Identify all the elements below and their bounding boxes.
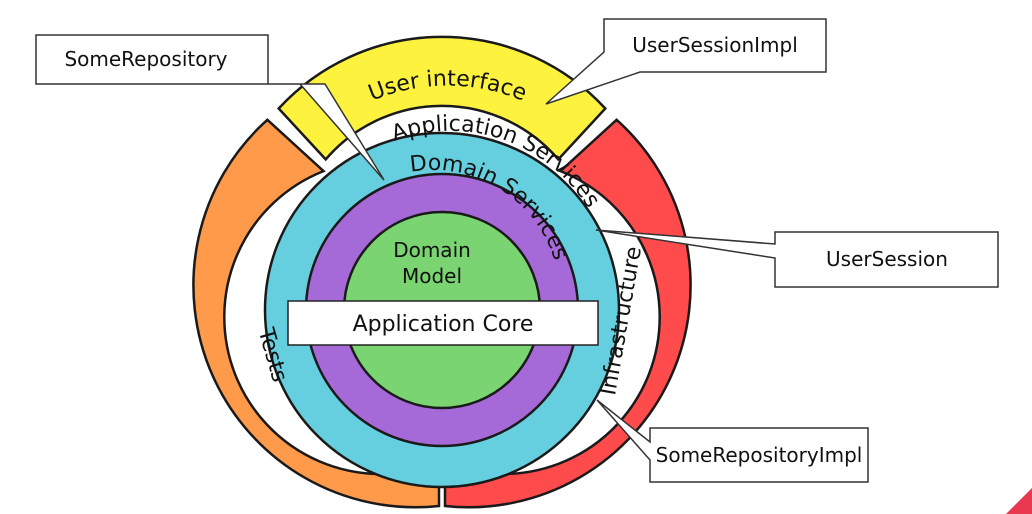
user-interface-layer — [276, 35, 608, 162]
some-repository-impl-label: SomeRepositoryImpl — [656, 443, 863, 467]
some-repository-label: SomeRepository — [64, 47, 227, 71]
application-core-box — [287, 300, 599, 346]
user-session-impl-callout — [545, 18, 827, 105]
corner-accent-shape — [1006, 488, 1032, 514]
user-session-callout — [595, 229, 999, 288]
application-core-label: Application Core — [353, 312, 534, 337]
domain-model-label-line2: Model — [402, 264, 462, 288]
some-repository-impl-callout — [596, 399, 869, 483]
user-session-label: UserSession — [826, 247, 948, 271]
some-repository-callout — [35, 34, 385, 181]
tests-layer — [192, 118, 441, 509]
domain-model-label-line1: Domain — [393, 238, 471, 262]
user-session-impl-label: UserSessionImpl — [632, 33, 798, 57]
